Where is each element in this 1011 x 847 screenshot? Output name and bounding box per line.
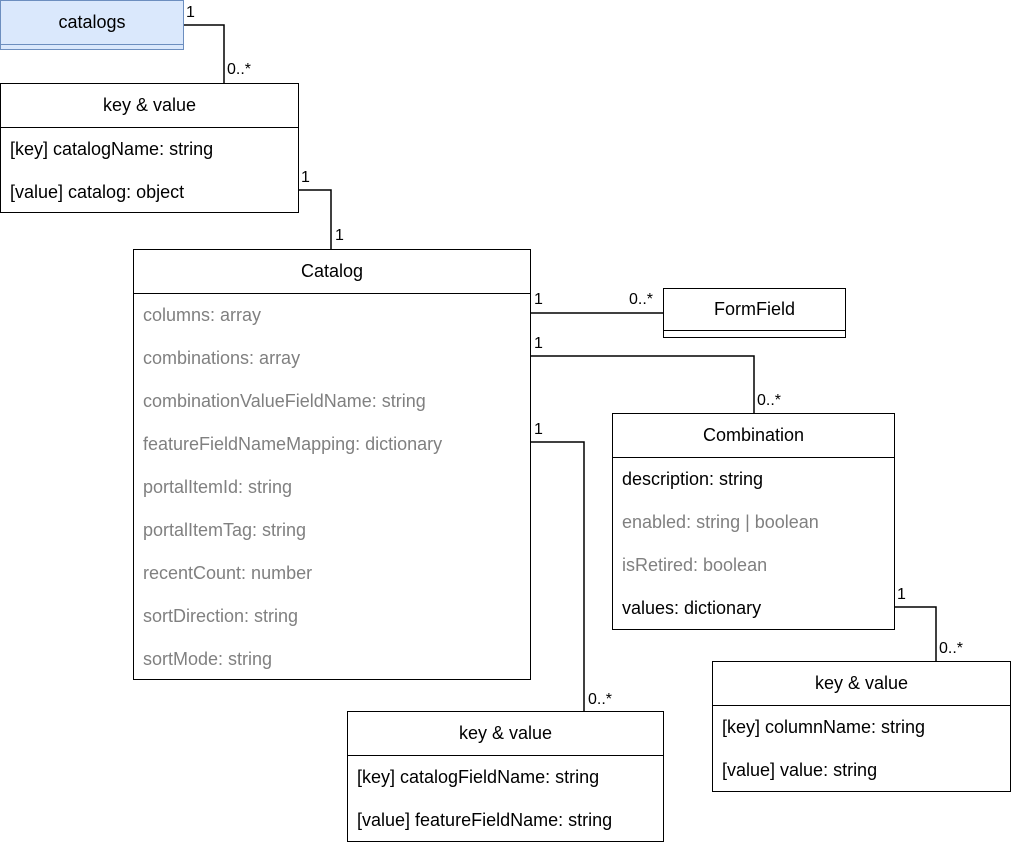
multiplicity-label: 1 xyxy=(301,169,310,186)
attribute: columns: array xyxy=(143,305,262,325)
map-to-catalog-line xyxy=(298,189,332,249)
attribute: portalItemTag: string xyxy=(143,520,307,540)
multiplicity-label: 0..* xyxy=(757,392,782,409)
class-title: catalogs xyxy=(1,1,183,45)
attribute: portalItemId: string xyxy=(143,477,293,497)
multiplicity-label: 1 xyxy=(897,586,906,603)
class-title: FormField xyxy=(664,289,845,331)
attribute: featureFieldNameMapping: dictionary xyxy=(143,434,443,454)
catalog-map-class[interactable]: key & value [key] catalogName: string [v… xyxy=(0,83,299,213)
attribute: combinations: array xyxy=(143,348,301,368)
catalog-to-fieldmap-line xyxy=(530,441,585,712)
attribute: [key] catalogFieldName: string xyxy=(357,767,600,787)
attribute: values: dictionary xyxy=(622,598,762,618)
multiplicity-label: 1 xyxy=(534,291,543,308)
attribute: [value] value: string xyxy=(722,760,878,780)
class-title: Combination xyxy=(613,414,894,458)
attribute: [key] columnName: string xyxy=(722,717,926,737)
attribute: [key] catalogName: string xyxy=(10,139,214,159)
attribute: recentCount: number xyxy=(143,563,313,583)
values-map-class[interactable]: key & value [key] columnName: string [va… xyxy=(712,661,1011,792)
field-map-class[interactable]: key & value [key] catalogFieldName: stri… xyxy=(347,711,664,842)
attribute: sortDirection: string xyxy=(143,606,299,626)
attribute: [value] catalog: object xyxy=(10,182,185,202)
combination-class[interactable]: Combination description: string enabled:… xyxy=(612,413,895,630)
class-title: key & value xyxy=(1,84,298,128)
combination-to-valuesmap-line xyxy=(894,606,937,662)
attribute: description: string xyxy=(622,469,764,489)
catalog-to-combination-line xyxy=(530,355,755,414)
attribute: isRetired: boolean xyxy=(622,555,768,575)
catalogs-to-map-line xyxy=(183,24,225,84)
multiplicity-label: 0..* xyxy=(227,61,252,78)
formfield-class[interactable]: FormField xyxy=(663,288,846,338)
multiplicity-label: 1 xyxy=(335,227,344,244)
class-title: key & value xyxy=(348,712,663,756)
class-title: Catalog xyxy=(134,250,530,294)
multiplicity-label: 0..* xyxy=(629,291,654,308)
multiplicity-label: 0..* xyxy=(939,640,964,657)
attribute: enabled: string | boolean xyxy=(622,512,819,532)
attribute: [value] featureFieldName: string xyxy=(357,810,613,830)
attribute: sortMode: string xyxy=(143,649,273,669)
multiplicity-label: 1 xyxy=(534,335,543,352)
multiplicity-label: 0..* xyxy=(588,691,613,708)
multiplicity-label: 1 xyxy=(186,4,195,21)
multiplicity-label: 1 xyxy=(534,421,543,438)
catalogs-class[interactable]: catalogs xyxy=(0,0,184,50)
catalog-class[interactable]: Catalog columns: array combinations: arr… xyxy=(133,249,531,680)
attribute: combinationValueFieldName: string xyxy=(143,391,426,411)
class-title: key & value xyxy=(713,662,1010,706)
